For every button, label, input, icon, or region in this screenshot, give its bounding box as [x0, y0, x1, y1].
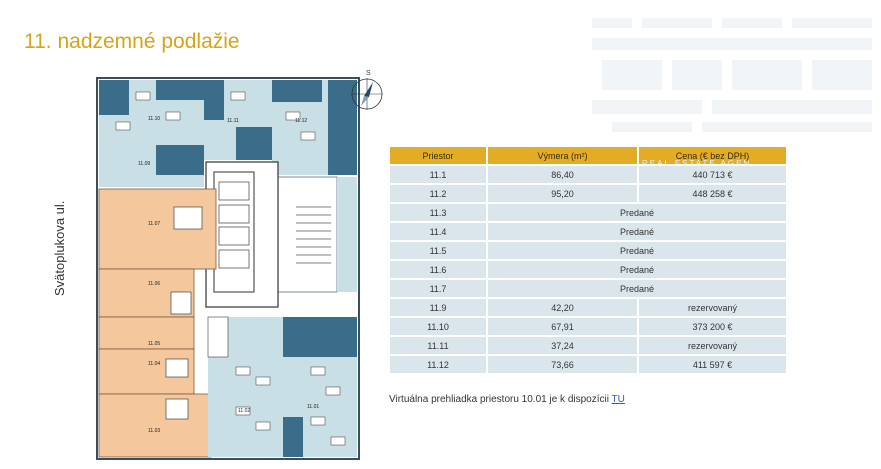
header-price: Cena (€ bez DPH): [639, 147, 786, 164]
cell-unit: 11.10: [390, 318, 486, 335]
unit-label-11-01: 11.01: [307, 404, 319, 410]
table-row: 11.4 Predané: [390, 223, 786, 240]
virtual-tour-link[interactable]: TU: [611, 394, 625, 405]
table-row: 11.7 Predané: [390, 280, 786, 297]
table-row: 11.12 73,66 411 597 €: [390, 356, 786, 373]
header-unit: Priestor: [390, 147, 486, 164]
table-row: 11.6 Predané: [390, 261, 786, 278]
footnote-text: Virtuálna prehliadka priestoru 10.01 je …: [389, 394, 612, 405]
cell-unit: 11.7: [390, 280, 486, 297]
table-row: 11.3 Predané: [390, 204, 786, 221]
unit-area-11-05: [98, 316, 195, 350]
cell-price: rezervovaný: [639, 337, 786, 354]
cell-price: 373 200 €: [639, 318, 786, 335]
cell-unit: 11.3: [390, 204, 486, 221]
unit-label-11-07: 11.07: [148, 221, 160, 227]
cell-price: 411 597 €: [639, 356, 786, 373]
watermark-overlay-text: REAL ESTATE AGEN: [642, 159, 752, 168]
cell-unit: 11.12: [390, 356, 486, 373]
cell-area: 42,20: [488, 299, 637, 316]
cell-price: rezervovaný: [639, 299, 786, 316]
cell-unit: 11.4: [390, 223, 486, 240]
table-row: 11.11 37,24 rezervovaný: [390, 337, 786, 354]
unit-label-11-05: 11.05: [148, 341, 160, 347]
unit-label-11-06: 11.06: [148, 281, 160, 287]
floor-plan: 11.10 11.11 11.12 11.09 11.07 11.06 11.0…: [96, 77, 360, 460]
unit-label-11-12: 11.12: [295, 118, 307, 124]
street-label: Svätoplukova ul.: [52, 200, 67, 296]
cell-price: 448 258 €: [639, 185, 786, 202]
table-row: 11.5 Predané: [390, 242, 786, 259]
cell-unit: 11.5: [390, 242, 486, 259]
cell-area: 95,20: [488, 185, 637, 202]
unit-label-11-03: 11.03: [148, 428, 160, 434]
unit-area-11-03: [98, 393, 212, 458]
cell-unit: 11.9: [390, 299, 486, 316]
compass-icon: [351, 78, 383, 110]
watermark-logo: [592, 18, 872, 132]
table-row: 11.10 67,91 373 200 €: [390, 318, 786, 335]
unit-label-11-04: 11.04: [148, 361, 160, 367]
cell-unit: 11.2: [390, 185, 486, 202]
unit-label-11-10: 11.10: [148, 116, 160, 122]
footnote: Virtuálna prehliadka priestoru 10.01 je …: [389, 394, 625, 405]
units-table: Priestor Výmera (m²) Cena (€ bez DPH) 11…: [388, 145, 788, 375]
cell-status: Predané: [488, 223, 786, 240]
cell-status: Predané: [488, 261, 786, 278]
cell-area: 67,91: [488, 318, 637, 335]
compass-letter: S: [366, 70, 371, 77]
cell-unit: 11.11: [390, 337, 486, 354]
cell-area: 86,40: [488, 166, 637, 183]
unit-label-11-11: 11.11: [227, 118, 239, 124]
table-row: 11.1 86,40 440 713 €: [390, 166, 786, 183]
cell-area: 73,66: [488, 356, 637, 373]
page-title: 11. nadzemné podlažie: [24, 30, 240, 53]
unit-label-11-02: 11.02: [238, 408, 250, 414]
cell-status: Predané: [488, 280, 786, 297]
header-area: Výmera (m²): [488, 147, 637, 164]
cell-unit: 11.6: [390, 261, 486, 278]
cell-status: Predané: [488, 204, 786, 221]
unit-label-11-09: 11.09: [138, 161, 150, 167]
table-row: 11.9 42,20 rezervovaný: [390, 299, 786, 316]
cell-status: Predané: [488, 242, 786, 259]
cell-area: 37,24: [488, 337, 637, 354]
table-row: 11.2 95,20 448 258 €: [390, 185, 786, 202]
cell-unit: 11.1: [390, 166, 486, 183]
cell-price: 440 713 €: [639, 166, 786, 183]
